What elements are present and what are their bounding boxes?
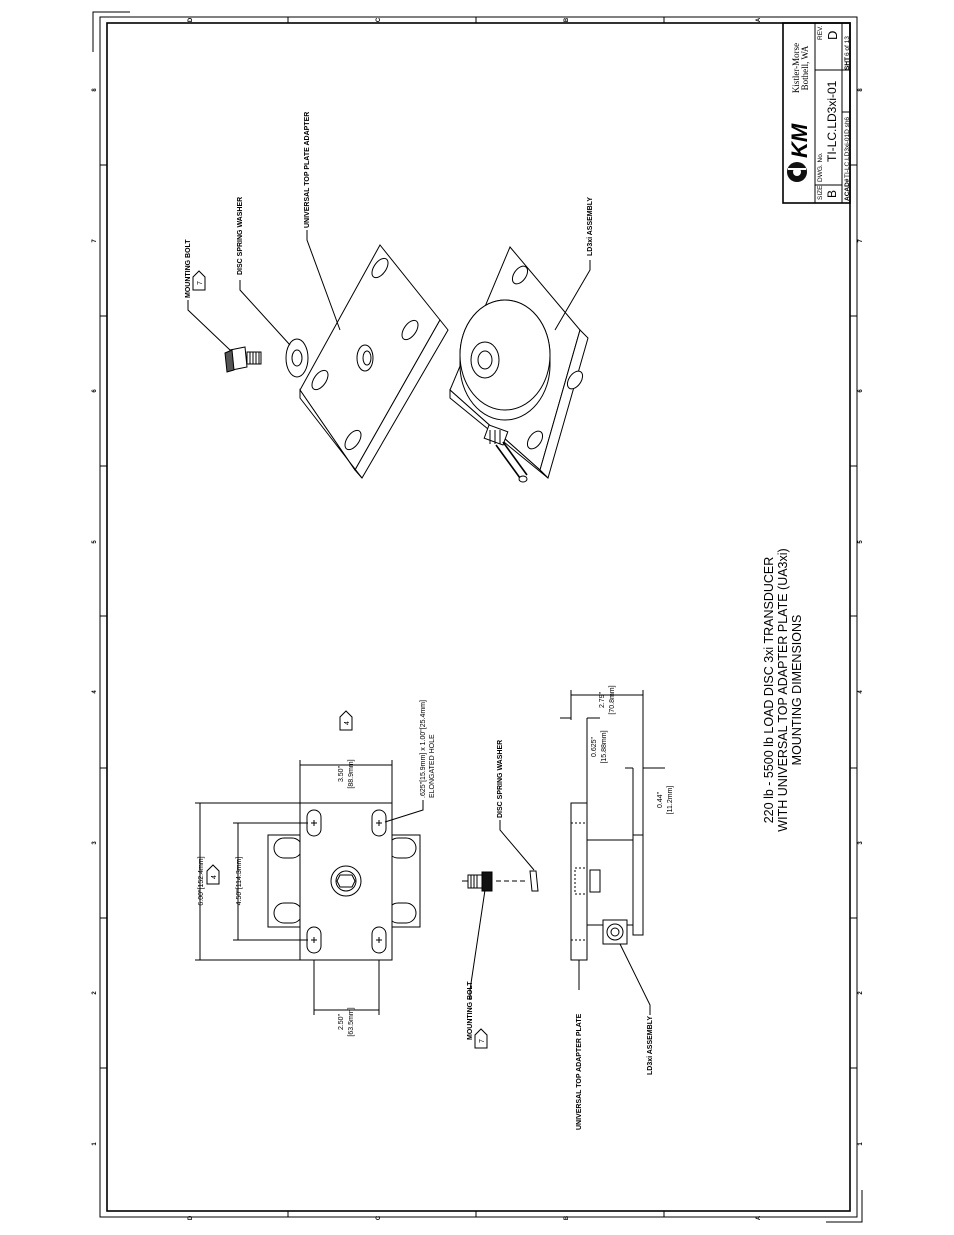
mounting-bolt-label: MOUNTING BOLT (185, 239, 192, 298)
width-note-number: 4 (344, 721, 351, 725)
side-assembly-label: LD3xi ASSEMBLY (647, 1016, 654, 1075)
rev-value: D (825, 31, 840, 40)
rev-label: REV. (817, 25, 824, 40)
zone-number: 2 (858, 991, 864, 995)
title-line-3: MOUNTING DIMENSIONS (790, 615, 804, 766)
title-line-2: WITH UNIVERSAL TOP ADAPTER PLATE (UA3xi) (776, 548, 790, 831)
hole-size-label: .625"[15.9mm] x 1.00"[25.4mm] (420, 700, 427, 798)
side-bolt-note-number: 7 (479, 1039, 486, 1043)
acad-value: TI-LC.LD3xi-01D sh6 (844, 117, 851, 178)
side-bolt-label: MOUNTING BOLT (467, 981, 474, 1040)
zone-number: 5 (858, 540, 864, 544)
zone-numbers: 8 7 6 5 4 3 2 1 8 7 6 5 4 3 2 1 (92, 88, 864, 1146)
width-note-flag: 4 (339, 710, 353, 731)
zone-number: 1 (92, 1142, 98, 1146)
dim-bottom-mm: [63.5mm] (348, 1007, 355, 1036)
disc-spring-washer-iso (285, 338, 309, 378)
zone-number: 6 (858, 389, 864, 393)
dim-overall-length: 6.00"[152.4mm] (198, 856, 205, 905)
zone-letter: D (188, 1215, 194, 1220)
zone-number: 7 (92, 239, 98, 243)
zone-ticks (100, 17, 857, 1217)
zone-number: 8 (858, 88, 864, 92)
plan-view: 6.00"[152.4mm] 4 4.50"[114.3mm] 3.50" [8… (195, 700, 436, 1037)
zone-number: 3 (858, 841, 864, 845)
zone-letter: B (564, 1215, 570, 1220)
zone-letter: C (376, 1215, 382, 1220)
bolt-note-number: 7 (197, 281, 204, 285)
zone-number: 7 (858, 239, 864, 243)
bolt-note-flag: 7 (192, 270, 206, 291)
overall-note-flag: 4 (206, 864, 220, 885)
dim-width-mm: [88.9mm] (348, 759, 355, 788)
hole-desc-label: ELONGATED HOLE (429, 734, 436, 798)
title-line-1: 220 lb - 5500 lb LOAD DISC 3xi TRANSDUCE… (762, 557, 776, 824)
acad-label: ACAD# (844, 178, 851, 201)
company-name: Kistler-Morse (791, 43, 801, 93)
zone-letter: A (756, 17, 762, 22)
side-view: DISC SPRING WASHER MOUNTING BOLT 7 UNIVE… (462, 685, 674, 1130)
zone-letter: A (756, 1215, 762, 1220)
title-block: KM Kistler-Morse Bothell, WA SIZE B DWG.… (782, 22, 851, 204)
outer-border (99, 16, 858, 1218)
dim-width-in: 3.50" (338, 765, 345, 782)
crop-marks (92, 11, 863, 1223)
disc-spring-washer-label: DISC SPRING WASHER (237, 197, 244, 275)
sheet-value: 6 of 13 (844, 36, 851, 56)
overall-note-number: 4 (211, 875, 218, 879)
side-bolt-note-flag: 7 (474, 1028, 488, 1049)
side-washer-label: DISC SPRING WASHER (497, 740, 504, 818)
zone-letter: B (564, 17, 570, 22)
ld3xi-assembly-iso (449, 246, 589, 483)
exploded-view: MOUNTING BOLT 7 DISC SPRING WASHER UNIVE… (185, 112, 594, 483)
zone-number: 8 (92, 88, 98, 92)
ld3xi-assembly-label: LD3xi ASSEMBLY (587, 197, 594, 256)
zone-number: 6 (92, 389, 98, 393)
zone-letter: C (376, 17, 382, 22)
size-label: SIZE (817, 185, 824, 200)
size-value: B (825, 190, 839, 198)
zone-number: 4 (858, 690, 864, 694)
sheet-label: SHT (844, 57, 851, 70)
km-logo: KM (787, 123, 812, 182)
dim-base-in: 0.44" (657, 791, 664, 808)
inner-border (106, 22, 851, 1212)
dim-total-in: 2.79" (599, 691, 606, 708)
drawing-number: TI-LC.LD3xi-01 (825, 80, 839, 162)
zone-letters: D C B A D C B A (188, 17, 762, 1220)
dim-hole-spacing: 4.50"[114.3mm] (236, 857, 243, 906)
dim-plate-in: 0.625" (591, 736, 598, 757)
company-location: Bothell, WA (800, 45, 810, 90)
zone-number: 5 (92, 540, 98, 544)
top-plate-adapter-iso (299, 244, 449, 479)
side-bolt (462, 871, 525, 892)
side-top-plate-label: UNIVERSAL TOP ADAPTER PLATE (576, 1013, 583, 1130)
drawing-title: 220 lb - 5500 lb LOAD DISC 3xi TRANSDUCE… (762, 548, 804, 831)
zone-letter: D (188, 17, 194, 22)
zone-number: 4 (92, 690, 98, 694)
side-washer (529, 870, 539, 892)
zone-number: 2 (92, 991, 98, 995)
mounting-bolt-iso (224, 346, 262, 373)
top-plate-adapter-label: UNIVERSAL TOP PLATE ADAPTER (304, 112, 311, 228)
logo-text: KM (787, 123, 812, 158)
dim-bottom-in: 2.50" (338, 1013, 345, 1030)
zone-number: 1 (858, 1142, 864, 1146)
dwg-label: DWG. No. (817, 152, 824, 182)
dim-total-mm: [70.8mm] (609, 685, 616, 714)
dim-base-mm: [11.2mm] (667, 786, 674, 815)
zone-number: 3 (92, 841, 98, 845)
dim-plate-mm: [15.88mm] (601, 730, 608, 763)
